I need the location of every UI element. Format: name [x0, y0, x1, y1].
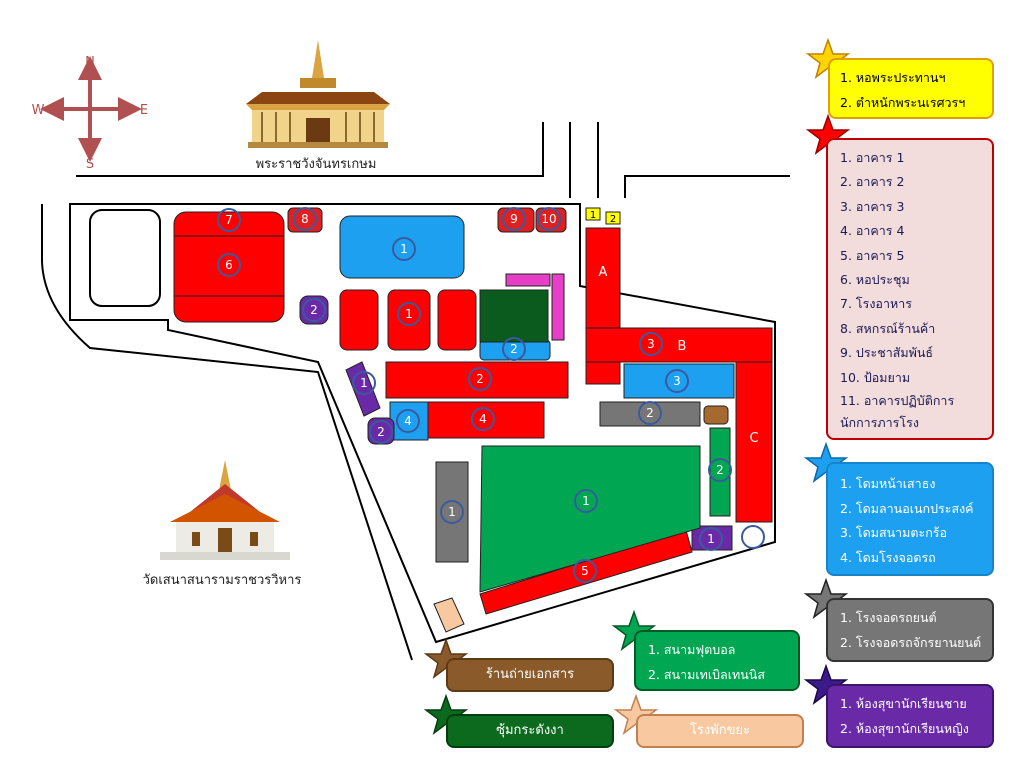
legend-red-item: 1. อาคาร 1	[840, 150, 905, 165]
red-4-label: 4	[479, 412, 487, 426]
legend-red-item: 4. อาคาร 4	[840, 223, 905, 239]
roads	[41, 122, 790, 661]
legend-red-item: 5. อาคาร 5	[840, 247, 905, 263]
palace-icon	[246, 40, 390, 148]
legend-red: 1. อาคาร 1 2. อาคาร 2 3. อาคาร 3 4. อาคา…	[826, 138, 994, 440]
red-8-label: 8	[301, 212, 309, 226]
legend-purple-item: 1. ห้องสุขานักเรียนชาย	[840, 696, 967, 711]
purple-1a-label: 1	[360, 376, 368, 390]
green-1-label: 1	[582, 494, 590, 508]
purple-2b-label: 2	[310, 303, 318, 317]
red-buildings	[173, 207, 773, 615]
compass-east: E	[140, 103, 148, 118]
legend-red-item: 3. อาคาร 3	[840, 198, 905, 214]
legend-blue-item: 3. โดมสนามตะกร้อ	[840, 525, 948, 540]
campus-boundary	[69, 203, 776, 644]
legend-gray-item: 1. โรงจอดรถยนต์	[840, 610, 937, 625]
red-2-label: 2	[476, 372, 484, 386]
red-10-label: 10	[541, 212, 556, 226]
green-fields	[479, 289, 731, 593]
compass-north: N	[85, 55, 95, 70]
legend-blue-item: 4. โดมโรงจอดรถ	[840, 549, 936, 565]
gray-2-label: 2	[646, 406, 654, 420]
yellow-marker-labels: 1 2	[590, 210, 616, 225]
temple-icon	[160, 460, 290, 560]
legend-gray: 1. โรงจอดรถยนต์ 2. โรงจอดรถจักรยานยนต์	[826, 598, 994, 662]
gray-1-label: 1	[448, 505, 456, 519]
wing-a-label: A	[599, 265, 608, 280]
legend-green: 1. สนามฟุตบอล 2. สนามเทเบิลเทนนิส	[634, 630, 800, 691]
misc-structures	[433, 207, 729, 633]
legend-red-item: 7. โรงอาหาร	[840, 296, 912, 312]
red-5-label: 5	[581, 564, 589, 578]
legend-yellow: 1. หอพระประทานฯ 2. ตำหนักพระนเรศวรฯ	[828, 58, 994, 119]
legend-red-item: 6. หอประชุม	[840, 272, 910, 288]
legend-purple: 1. ห้องสุขานักเรียนชาย 2. ห้องสุขานักเรี…	[826, 684, 994, 748]
blue-3-label: 3	[673, 374, 681, 388]
legend-green-item: 1. สนามฟุตบอล	[648, 642, 736, 657]
wing-b-label: B	[678, 339, 687, 354]
red-9-label: 9	[510, 212, 518, 226]
legend-red-item: 10. ป้อมยาม	[840, 369, 911, 385]
red-3-label: 3	[647, 337, 655, 351]
blue-4-label: 4	[404, 414, 412, 428]
markers	[217, 207, 765, 583]
red-7-label: 7	[225, 213, 233, 227]
legend-red-item: 8. สหกรณ์ร้านค้า	[840, 320, 936, 336]
legend-red-item: 9. ประชาสัมพันธ์	[840, 345, 934, 361]
wing-c-label: C	[749, 431, 758, 446]
compass-west: W	[32, 103, 45, 118]
red-1-label: 1	[405, 307, 413, 321]
yellow-1-label: 1	[590, 210, 596, 221]
legend-ylang-arch: ซุ้มกระดังงา	[446, 714, 614, 748]
legend-blue: 1. โดมหน้าเสาธง 2. โดมลานอเนกประสงค์ 3. …	[826, 462, 994, 576]
wing-labels: A B C	[599, 265, 759, 446]
legend-garbage-house: โรงพักขยะ	[636, 714, 804, 748]
legend-purple-item: 2. ห้องสุขานักเรียนหญิง	[840, 720, 969, 736]
legend-red-item: 11. อาคารปฏิบัติการ นักการภารโรง	[840, 393, 955, 431]
purple-2a-label: 2	[377, 425, 385, 439]
red-11-label: 11	[745, 530, 760, 544]
yellow-2-label: 2	[610, 214, 616, 225]
green-2-label: 2	[716, 463, 724, 477]
legend-blue-item: 1. โดมหน้าเสาธง	[840, 476, 936, 491]
legend-photocopy-shop: ร้านถ่ายเอกสาร	[446, 658, 614, 692]
compass-rose: N S W E	[32, 55, 149, 172]
marker-labels: 6 7 8 1 9 10 3 2 4 5 11 1 2 3 4 1 2 1 2 …	[225, 212, 760, 578]
legend-green-item: 2. สนามเทเบิลเทนนิส	[648, 666, 765, 682]
blue-2-label: 2	[510, 342, 518, 356]
compass-south: S	[86, 157, 94, 172]
legend-blue-item: 2. โดมลานอเนกประสงค์	[840, 500, 974, 516]
palace-label: พระราชวังจันทรเกษม	[256, 157, 377, 172]
red-6-label: 6	[225, 258, 233, 272]
legend-red-item: 2. อาคาร 2	[840, 174, 905, 190]
legend-gray-item: 2. โรงจอดรถจักรยานยนต์	[840, 634, 982, 650]
legend-yellow-item: 1. หอพระประทานฯ	[840, 70, 946, 85]
legend-yellow-item: 2. ตำหนักพระนเรศวรฯ	[840, 94, 966, 110]
temple-label: วัดเสนาสนารามราชวรวิหาร	[143, 573, 302, 588]
purple-1b-label: 1	[707, 532, 715, 546]
blue-1-label: 1	[400, 242, 408, 256]
